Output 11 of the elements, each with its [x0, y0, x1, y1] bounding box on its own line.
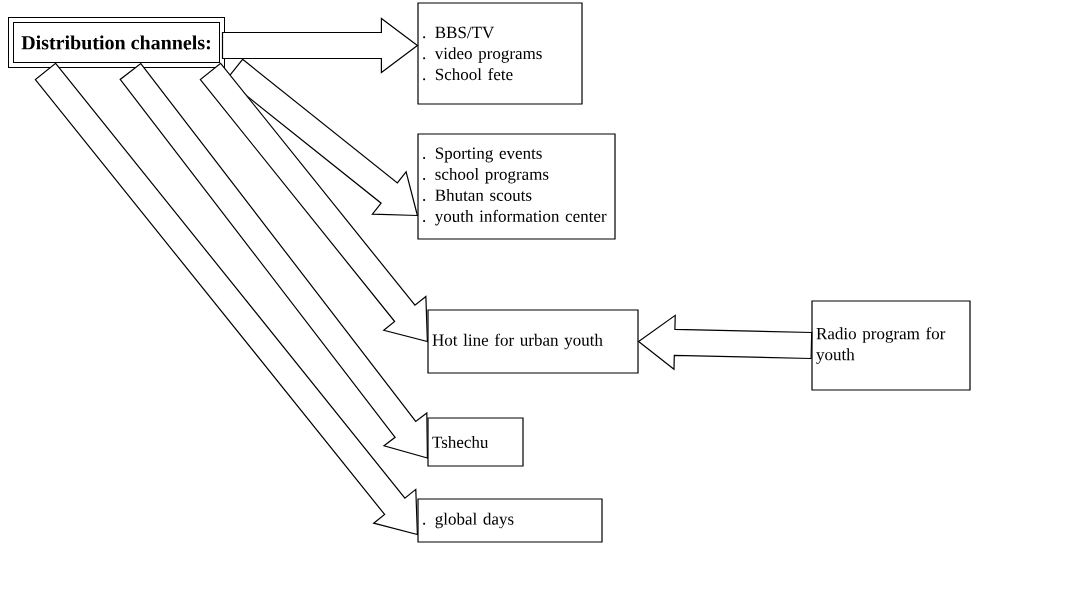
block-arrow [221, 17, 419, 74]
block-arrow [34, 62, 419, 536]
block-arrow [637, 314, 813, 371]
text-box: . BBS/TV . video programs . School fete [417, 2, 583, 105]
text-box: Radio program for youth [811, 300, 971, 391]
text-box: . global days [417, 498, 603, 543]
heading-box: Distribution channels: [8, 17, 225, 68]
text-box: Tshechu [427, 417, 524, 467]
text-box: Hot line for urban youth [427, 309, 639, 374]
text-box: . Sporting events . school programs . Bhutan scouts . youth information center [417, 133, 616, 240]
block-arrow [199, 62, 429, 343]
